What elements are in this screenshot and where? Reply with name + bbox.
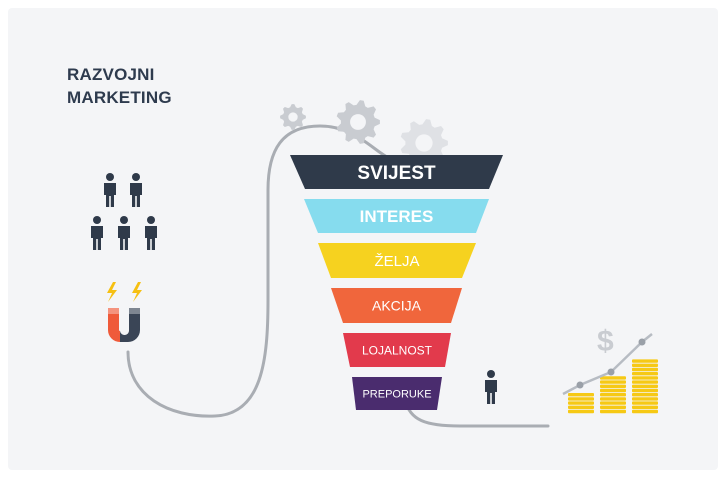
funnel-stage-label: PREPORUKE: [362, 388, 431, 400]
lightning-icon: [107, 282, 117, 302]
funnel-stage: LOJALNOST: [343, 333, 451, 367]
people-group: [91, 173, 157, 250]
person-icon: [104, 173, 116, 207]
growth-chart: $: [562, 325, 658, 414]
funnel-stage-label: INTERES: [360, 207, 434, 226]
person-icon: [118, 216, 130, 250]
background-panel: [8, 8, 718, 470]
title-line-2: MARKETING: [67, 88, 172, 107]
funnel-stage: INTERES: [304, 199, 489, 233]
coin-stack-icon: [600, 376, 626, 414]
gear-icon: [400, 119, 448, 167]
title-line-1: RAZVOJNI: [67, 65, 155, 84]
trend-line-icon: [562, 333, 653, 396]
funnel-stage-label: SVIJEST: [357, 163, 436, 184]
funnel-stage-label: ŽELJA: [374, 253, 419, 270]
gear-icon: [336, 100, 380, 144]
person-icon: [130, 173, 142, 207]
funnel-stage-label: AKCIJA: [372, 298, 422, 314]
funnel-stage-label: LOJALNOST: [362, 343, 433, 357]
lightning-icon: [132, 282, 142, 302]
funnel-stage: ŽELJA: [318, 243, 476, 278]
funnel: SVIJEST INTERES ŽELJA AKCIJA LOJALNOST PREPOR…: [290, 155, 503, 410]
page-title: RAZVOJNI MARKETING: [67, 63, 172, 109]
coin-stack-icon: [632, 359, 658, 414]
funnel-stage: PREPORUKE: [352, 377, 442, 410]
funnel-stage: SVIJEST: [290, 155, 503, 189]
magnet-icon: [108, 308, 140, 342]
gear-icon: [280, 104, 306, 130]
coin-stack-icon: [568, 393, 594, 414]
dollar-icon: $: [597, 325, 614, 358]
person-icon: [145, 216, 157, 250]
person-icon: [485, 370, 497, 404]
funnel-stage: AKCIJA: [331, 288, 462, 323]
person-icon: [485, 370, 497, 404]
person-icon: [91, 216, 103, 250]
